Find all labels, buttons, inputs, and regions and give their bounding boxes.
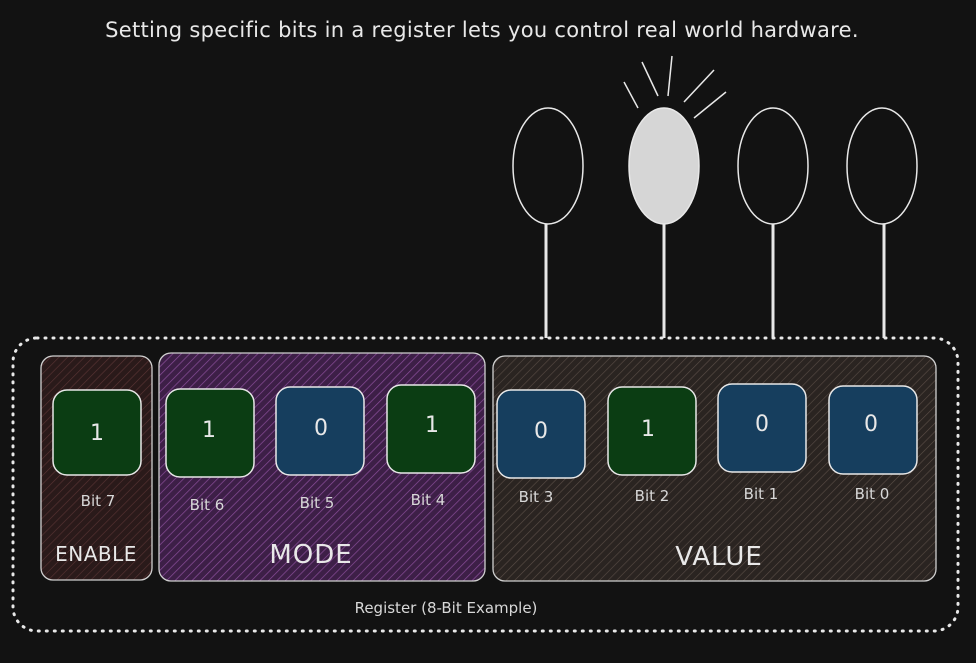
lamp-bit-1 xyxy=(737,107,809,338)
light-ray xyxy=(667,55,673,97)
bit-label: Bit 1 xyxy=(744,485,779,503)
bit-label: Bit 0 xyxy=(855,485,890,503)
bit-value: 0 xyxy=(314,416,328,441)
bit-cell xyxy=(496,389,586,479)
bit-1: 0 Bit 1 xyxy=(717,383,807,503)
bit-4: 1 Bit 4 xyxy=(386,384,476,509)
lamp-bit-0 xyxy=(846,107,918,338)
bit-value: 0 xyxy=(864,412,878,437)
bulb-icon xyxy=(737,107,809,225)
bit-cell xyxy=(165,388,255,478)
bit-cell xyxy=(52,389,142,476)
value-label: VALUE xyxy=(675,542,763,572)
bit-2: 1 Bit 2 xyxy=(607,386,697,505)
bit-cell xyxy=(607,386,697,476)
bit-cell xyxy=(828,385,918,475)
bit-0: 0 Bit 0 xyxy=(828,385,918,503)
light-ray xyxy=(641,61,659,97)
bulb-icon xyxy=(512,107,584,225)
bit-label: Bit 5 xyxy=(300,494,335,512)
bit-label: Bit 4 xyxy=(411,491,446,509)
bit-cell xyxy=(717,383,807,473)
bit-6: 1 Bit 6 xyxy=(165,388,255,514)
bit-cell xyxy=(275,386,365,476)
bit-3: 0 Bit 3 xyxy=(496,389,586,506)
bit-value: 1 xyxy=(202,418,216,443)
bit-value: 0 xyxy=(534,419,548,444)
light-ray xyxy=(693,91,727,119)
bit-7: 1 Bit 7 xyxy=(52,389,142,510)
light-ray xyxy=(683,69,715,103)
register-label: Register (8-Bit Example) xyxy=(355,599,538,617)
bit-value: 0 xyxy=(755,412,769,437)
light-ray xyxy=(623,81,639,109)
lamp-bit-2 xyxy=(623,55,727,338)
bit-label: Bit 6 xyxy=(190,496,225,514)
mode-label: MODE xyxy=(269,540,352,570)
bit-value: 1 xyxy=(641,417,655,442)
bulb-icon xyxy=(846,107,918,225)
lamp-bit-3 xyxy=(512,107,584,338)
bit-label: Bit 2 xyxy=(635,487,670,505)
bit-value: 1 xyxy=(425,413,439,438)
bit-5: 0 Bit 5 xyxy=(275,386,365,512)
diagram-title: Setting specific bits in a register lets… xyxy=(105,18,859,42)
bit-label: Bit 7 xyxy=(81,492,116,510)
bit-cell xyxy=(386,384,476,474)
bit-value: 1 xyxy=(90,421,104,446)
enable-label: ENABLE xyxy=(55,542,137,566)
bulb-lit-icon xyxy=(628,107,700,225)
register-border xyxy=(11,336,960,633)
value-group xyxy=(492,355,937,582)
bit-label: Bit 3 xyxy=(519,488,554,506)
